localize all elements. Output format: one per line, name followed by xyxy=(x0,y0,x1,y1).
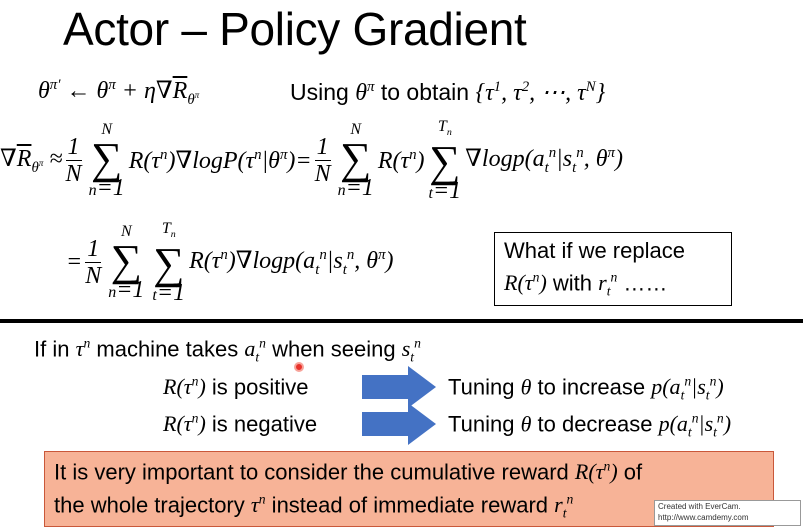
note-box xyxy=(44,451,774,527)
positive-result: Tuning θ to increase p(atn|stn) xyxy=(448,374,724,403)
using-text: Using θπ to obtain {τ1, τ2, ⋯, τN} xyxy=(290,79,606,106)
divider-line xyxy=(0,319,803,323)
box-line-1: What if we replace xyxy=(504,238,685,263)
update-rule: θπ′ ← θπ + η∇Rθπ xyxy=(38,77,200,108)
positive-label: R(τn) is positive xyxy=(163,374,309,400)
cursor-pointer-icon xyxy=(294,362,304,372)
if-line: If in τn machine takes atn when seeing s… xyxy=(34,336,421,365)
question-box xyxy=(494,232,732,306)
negative-label: R(τn) is negative xyxy=(163,411,318,437)
slide-title: Actor – Policy Gradient xyxy=(63,3,527,55)
box-line-2: R(τn) with rtn …… xyxy=(504,270,668,299)
negative-result: Tuning θ to decrease p(atn|stn) xyxy=(448,411,732,440)
note-line-2: the whole trajectory τn instead of immed… xyxy=(54,492,574,521)
right-arrow-icon xyxy=(362,403,436,445)
evercam-watermark: Created with EverCam. http://www.camdemy… xyxy=(654,500,801,526)
note-line-1: It is very important to consider the cum… xyxy=(54,459,643,485)
right-arrow-icon xyxy=(362,366,436,408)
